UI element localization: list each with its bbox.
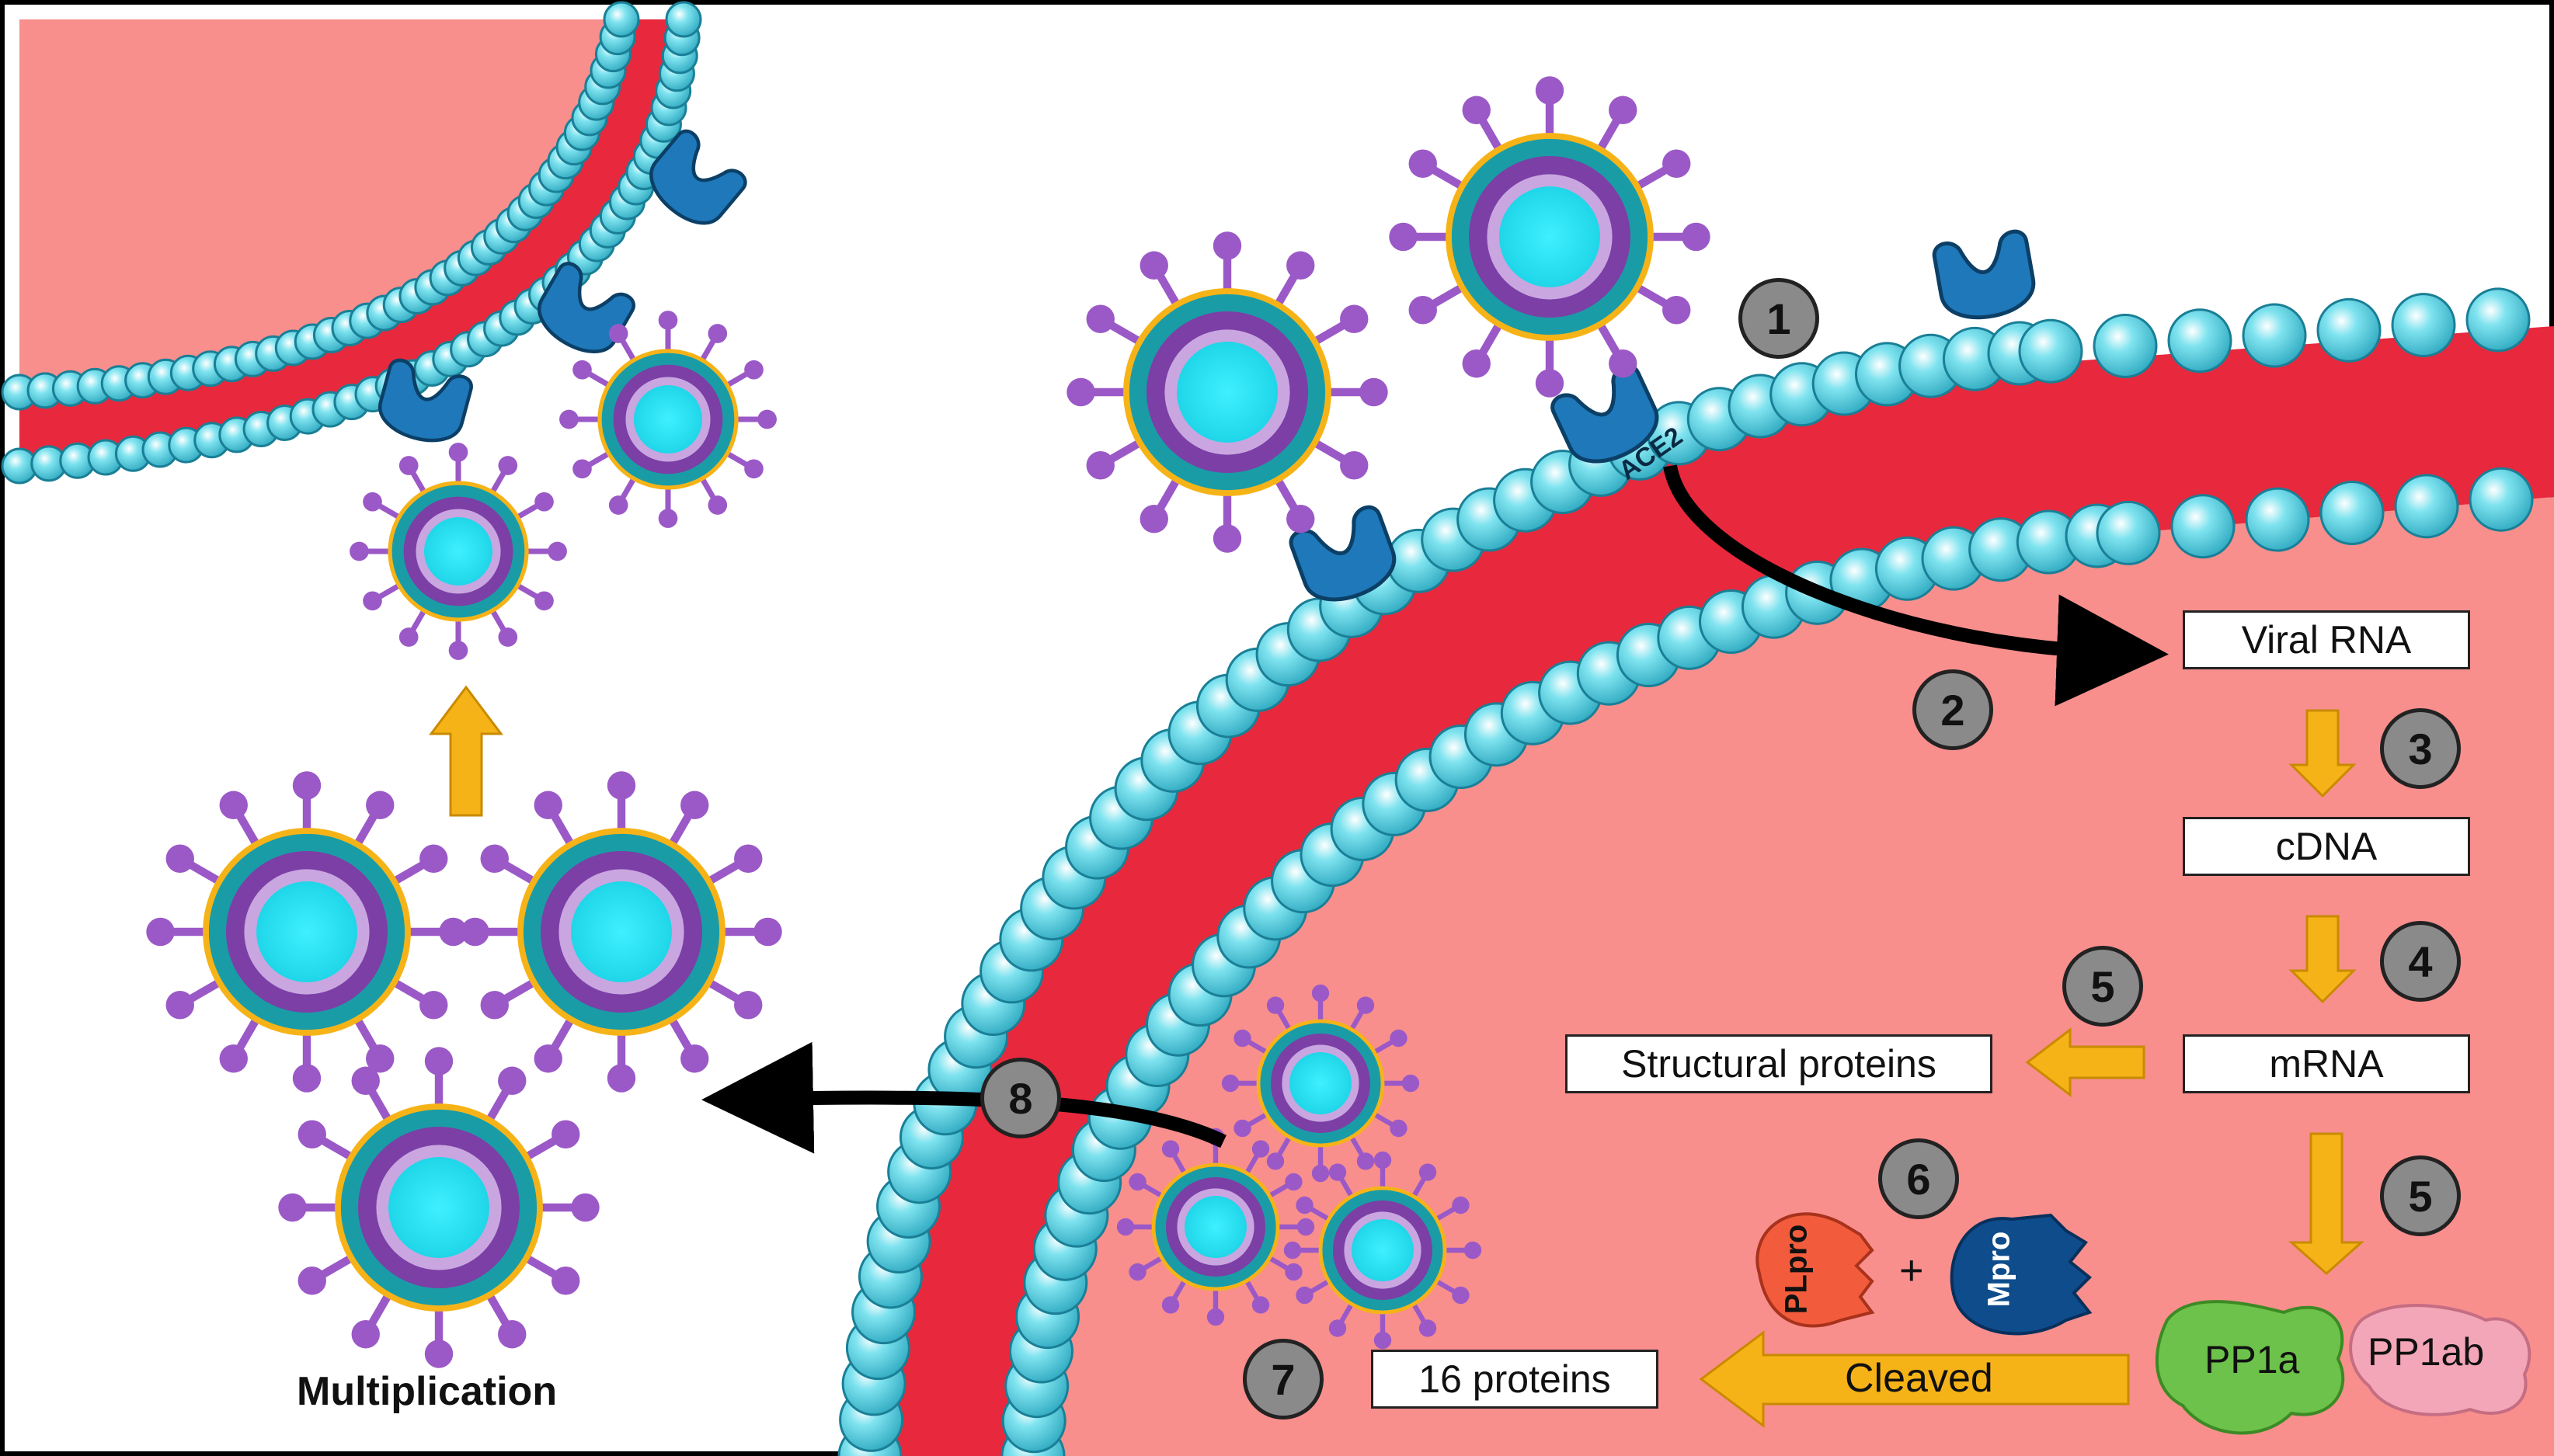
mrna-label: mRNA (2269, 1042, 2384, 1086)
lipid-head (665, 1, 702, 38)
lipid-head (603, 1, 640, 38)
virus-particle (1283, 1151, 1482, 1350)
step-3-badge: 3 (2380, 708, 2461, 789)
step-8-badge: 8 (980, 1058, 1061, 1138)
host-cell-membrane (886, 326, 2554, 1456)
arrow-multiplication-up (429, 685, 503, 817)
step-2-badge: 2 (1912, 669, 1993, 750)
cleaved-label: Cleaved (1845, 1356, 1993, 1401)
virus-particle (461, 771, 782, 1093)
arrow-cleaved (1699, 1330, 2130, 1428)
step-5-structural-badge: 5 (2062, 946, 2143, 1027)
pp1a-blob (2155, 1300, 2345, 1435)
step-4-badge: 4 (2380, 921, 2461, 1002)
virus-particle (278, 1047, 600, 1368)
arrow-cdna-to-mrna (2288, 915, 2357, 1004)
orange-arrows (429, 685, 2364, 1428)
step-7-badge: 7 (1243, 1339, 1324, 1420)
virus-particle (1389, 76, 1710, 398)
upper-cell-cytoplasm (19, 19, 621, 419)
mpro-enzyme (1950, 1213, 2093, 1336)
ace2-receptor (1550, 364, 1659, 464)
ace2-receptor (649, 129, 747, 225)
structural-proteins-label: Structural proteins (1621, 1042, 1936, 1086)
virus-particles (146, 76, 1710, 1368)
arrow-viral-rna-to-cdna (2288, 709, 2357, 798)
mrna-box: mRNA (2183, 1034, 2470, 1093)
virus-particle (559, 311, 777, 528)
arrow-mrna-to-structural (2025, 1027, 2145, 1098)
ace2-receptor (1289, 505, 1397, 602)
plus-sign: + (1899, 1247, 1924, 1294)
sixteen-proteins-box: 16 proteins (1371, 1350, 1658, 1409)
step-5-polyprotein-badge: 5 (2380, 1155, 2461, 1236)
mpro-label: Mpro (1982, 1231, 2016, 1308)
pp1ab-blob (2349, 1304, 2531, 1416)
ace2-receptor (1932, 229, 2035, 320)
cdna-box: cDNA (2183, 817, 2470, 876)
ace2-receptor (378, 358, 473, 443)
step-1-badge: 1 (1738, 278, 1819, 359)
virus-particle (1221, 984, 1420, 1183)
pp1ab-label: PP1ab (2368, 1330, 2485, 1374)
arrow-mrna-to-pp1a (2288, 1132, 2364, 1276)
plpro-label: PLpro (1779, 1224, 1814, 1315)
virus-particle (350, 443, 567, 660)
plpro-enzyme (1755, 1212, 1875, 1328)
cdna-label: cDNA (2275, 825, 2378, 868)
sixteen-proteins-label: 16 proteins (1418, 1357, 1611, 1401)
virus-particle (1066, 231, 1388, 553)
ace2-receptors (378, 129, 2035, 602)
structural-proteins-box: Structural proteins (1565, 1034, 1992, 1093)
virus-particle (146, 771, 468, 1093)
multiplication-label: Multiplication (297, 1369, 558, 1414)
pp1a-label: PP1a (2204, 1338, 2300, 1381)
viral-rna-label: Viral RNA (2241, 618, 2412, 662)
step-6-badge: 6 (1878, 1138, 1959, 1219)
viral-rna-box: Viral RNA (2183, 610, 2470, 669)
entry-arrow (1663, 464, 2169, 707)
